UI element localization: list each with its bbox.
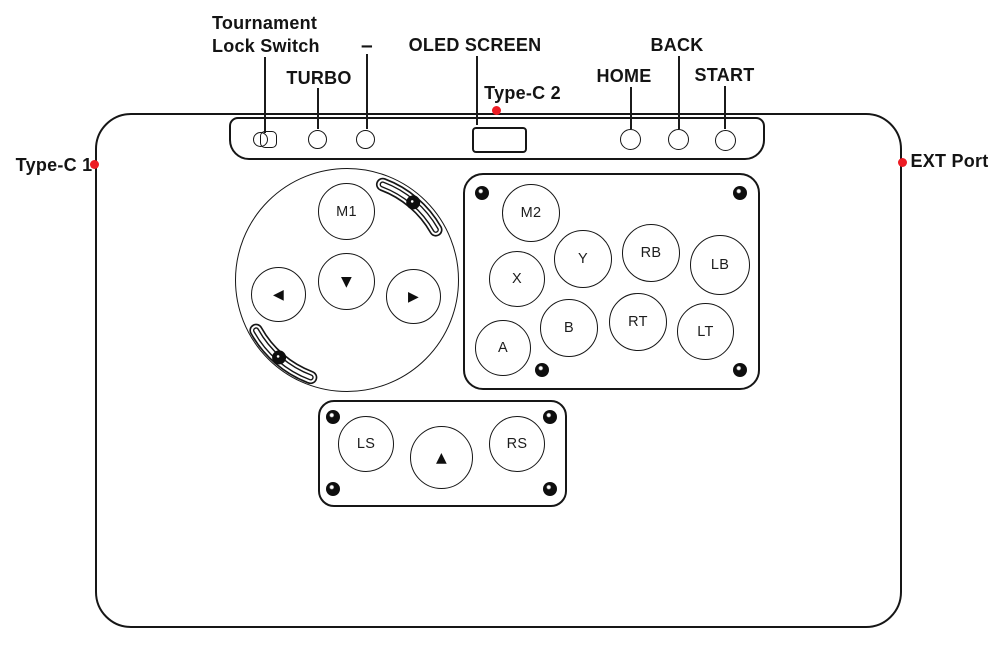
m1-button: M1 [318, 183, 375, 240]
rb-button: RB [622, 224, 680, 282]
label-type-c2: Type-C 2 [484, 83, 561, 103]
unlabeled-dash-button [356, 130, 375, 149]
x-button: X [489, 251, 545, 307]
label-line-1: Tournament [212, 13, 318, 33]
label-home: HOME [596, 66, 652, 86]
screw-dot [535, 363, 549, 377]
right-arrow-icon: ▶ [407, 288, 420, 305]
screw-dot [326, 482, 340, 496]
down-arrow-icon: ▼ [340, 273, 353, 290]
m2-button: M2 [502, 184, 560, 242]
label-line-2: Lock Switch [212, 36, 320, 56]
screw-dot [543, 410, 557, 424]
left-arrow-icon: ◀ [272, 286, 285, 303]
slot-screw [272, 350, 287, 365]
rt-button: RT [609, 293, 667, 351]
lt-button: LT [677, 303, 734, 360]
label-oled-screen: OLED SCREEN [408, 35, 542, 55]
screw-dot [543, 482, 557, 496]
oled-screen [472, 127, 527, 153]
ext-port-marker-dot [898, 158, 907, 167]
dpad-right-button: ▶ [386, 269, 441, 324]
tournament-lock-switch [251, 129, 281, 149]
label-type-c1: Type-C 1 [15, 155, 93, 175]
slot-screw [406, 195, 421, 210]
type-c2-marker-dot [492, 106, 501, 115]
label-tournament-lock-switch: Tournament Lock Switch [212, 12, 320, 58]
screw-dot [326, 410, 340, 424]
label-turbo: TURBO [286, 68, 352, 88]
mount-slot-top-right [375, 177, 443, 237]
y-button: Y [554, 230, 612, 288]
up-arrow-icon: ▲ [435, 449, 448, 466]
lb-button: LB [690, 235, 750, 295]
label-ext-port: EXT Port [910, 151, 989, 171]
screw-glint [276, 355, 280, 358]
mount-slot-bottom-left [249, 323, 318, 385]
screw-glint [410, 200, 414, 203]
leader-line-oled [476, 56, 478, 125]
type-c1-marker-dot [90, 160, 99, 169]
dpad-left-button: ◀ [251, 267, 306, 322]
screw-dot [733, 363, 747, 377]
rs-button: RS [489, 416, 545, 472]
label-start: START [694, 65, 755, 85]
ls-button: LS [338, 416, 394, 472]
back-button [668, 129, 689, 150]
turbo-button [308, 130, 327, 149]
label-back: BACK [650, 35, 704, 55]
leader-line-back [678, 56, 680, 129]
leader-line-dash [366, 54, 368, 129]
leader-line-lock-switch [264, 57, 266, 133]
screw-dot [733, 186, 747, 200]
lock-switch-knob [253, 132, 268, 147]
dpad-down-button: ▼ [318, 253, 375, 310]
leader-line-start [724, 86, 726, 129]
home-button [620, 129, 641, 150]
screw-dot [475, 186, 489, 200]
start-button [715, 130, 736, 151]
a-button: A [475, 320, 531, 376]
thumb-up-button: ▲ [410, 426, 473, 489]
leader-line-home [630, 87, 632, 129]
b-button: B [540, 299, 598, 357]
label-dash: – [361, 34, 373, 57]
leader-line-turbo [317, 88, 319, 129]
